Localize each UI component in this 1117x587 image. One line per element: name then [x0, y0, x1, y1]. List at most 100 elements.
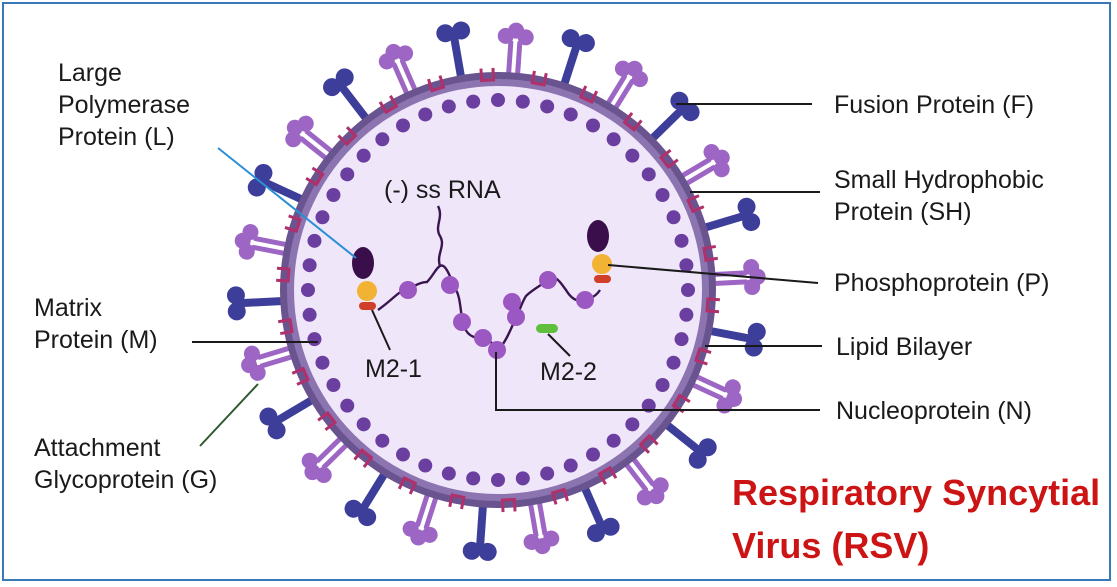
- matrix-protein-dot: [655, 378, 670, 392]
- matrix-protein-dot: [563, 458, 578, 473]
- f-protein-stalk: [514, 40, 523, 79]
- sh-protein: [530, 70, 548, 87]
- sh-protein-loop: [448, 493, 466, 510]
- fusion-protein-spike: [378, 43, 419, 99]
- sh-protein: [658, 149, 679, 170]
- g-protein-stalk: [662, 420, 704, 456]
- label-m2-1: M2-1: [365, 355, 422, 383]
- sh-protein-loop: [671, 393, 691, 414]
- matrix-protein-dot: [375, 433, 390, 448]
- matrix-protein-dot: [307, 233, 322, 248]
- matrix-protein-dot: [441, 99, 456, 114]
- f-protein-head: [636, 489, 653, 506]
- g-protein-stalk: [236, 296, 287, 308]
- sh-protein-loop: [597, 465, 618, 486]
- label-m2-2: M2-2: [540, 358, 597, 386]
- fusion-protein-spike: [234, 224, 291, 260]
- matrix-protein-dot: [666, 210, 681, 225]
- f-protein-stalk: [315, 434, 345, 463]
- diagram-title-line-2: Virus (RSV): [732, 525, 930, 566]
- leader-nucleo: [495, 352, 820, 411]
- rna-strand: [377, 264, 601, 352]
- matrix-protein-dot: [641, 167, 656, 182]
- nucleoprotein-bead: [576, 291, 594, 309]
- sh-protein-loop: [427, 75, 446, 93]
- matrix-protein-dot: [625, 417, 640, 432]
- sh-protein: [500, 497, 517, 513]
- f-protein-stalk: [259, 353, 297, 369]
- matrix-protein-dot: [340, 167, 355, 182]
- sh-protein-loop: [337, 126, 358, 147]
- sh-protein: [622, 112, 643, 132]
- g-protein-head: [478, 542, 497, 561]
- sh-protein-loop: [397, 476, 418, 495]
- fusion-protein-spike: [241, 344, 297, 381]
- nucleoprotein-bead: [474, 329, 492, 347]
- f-protein-head: [297, 115, 314, 132]
- sh-protein: [353, 448, 374, 468]
- f-protein-head: [724, 379, 741, 396]
- matrix-protein-dot: [679, 307, 694, 322]
- f-protein-head: [397, 45, 414, 62]
- sh-protein-loop: [479, 67, 496, 83]
- m2-2-protein: [536, 324, 558, 333]
- fusion-protein-spike: [604, 60, 648, 113]
- virus-interior: [294, 86, 702, 494]
- sh-protein: [705, 297, 720, 314]
- matrix-protein-dot: [466, 471, 481, 486]
- sh-protein-loop: [276, 266, 291, 283]
- attachment-glycoprotein-spike: [462, 501, 497, 561]
- matrix-protein-dot: [515, 471, 530, 486]
- f-protein-stalk: [691, 373, 728, 393]
- attachment-glycoprotein-spike: [700, 197, 761, 232]
- label-fusion-protein: Fusion Protein (F): [834, 91, 1035, 119]
- g-protein-head: [267, 421, 286, 440]
- sh-protein: [694, 347, 712, 366]
- polymerase-l-right: [587, 220, 609, 252]
- fusion-protein-spike: [523, 497, 560, 555]
- matrix-protein-dot: [491, 473, 505, 487]
- f-protein-head: [523, 533, 540, 550]
- matrix-protein-dot: [315, 355, 330, 370]
- g-protein-head: [254, 163, 273, 182]
- f-protein-stalk: [304, 129, 336, 156]
- surface-proteins: [226, 21, 766, 561]
- sh-protein: [427, 75, 446, 93]
- sh-protein: [578, 85, 599, 104]
- matrix-protein-dot: [396, 118, 410, 133]
- sh-proteins: [276, 67, 720, 513]
- f-protein-stalk: [253, 236, 291, 248]
- sh-protein-loop: [658, 149, 679, 170]
- f-protein-head: [648, 488, 665, 505]
- g-protein-head: [436, 24, 455, 43]
- matrix-protein-dot: [326, 378, 341, 392]
- phosphoprotein-left: [357, 281, 377, 301]
- matrix-protein-dot: [674, 233, 689, 248]
- rna-stem: [436, 205, 444, 267]
- g-protein-stalk: [559, 40, 582, 89]
- g-protein-stalk: [259, 177, 307, 204]
- g-protein-head: [323, 78, 342, 97]
- g-protein-head: [259, 407, 278, 426]
- label-nucleoprotein: Nucleoprotein (N): [836, 397, 1032, 425]
- matrix-protein-dot: [586, 118, 600, 133]
- f-protein-head: [744, 279, 761, 296]
- matrix-protein-dot: [302, 307, 317, 322]
- sh-protein-loop: [705, 297, 720, 314]
- sh-protein-loop: [378, 94, 399, 115]
- g-protein-head: [227, 302, 246, 321]
- m2-1-left: [359, 302, 376, 310]
- label-small-hydrophobic: Small Hydrophobic Protein (SH): [834, 166, 1044, 226]
- attachment-glycoprotein-spike: [705, 322, 766, 357]
- matrix-protein-dot: [491, 93, 505, 107]
- g-protein-head: [452, 21, 471, 40]
- g-protein-stalk: [271, 395, 317, 426]
- g-protein-head: [358, 508, 377, 527]
- nucleoprotein-bead: [441, 276, 459, 294]
- fusion-protein-spike: [497, 22, 534, 79]
- attachment-glycoprotein-spike: [226, 286, 287, 321]
- g-protein-head: [586, 524, 605, 543]
- f-protein-stalk: [400, 58, 419, 95]
